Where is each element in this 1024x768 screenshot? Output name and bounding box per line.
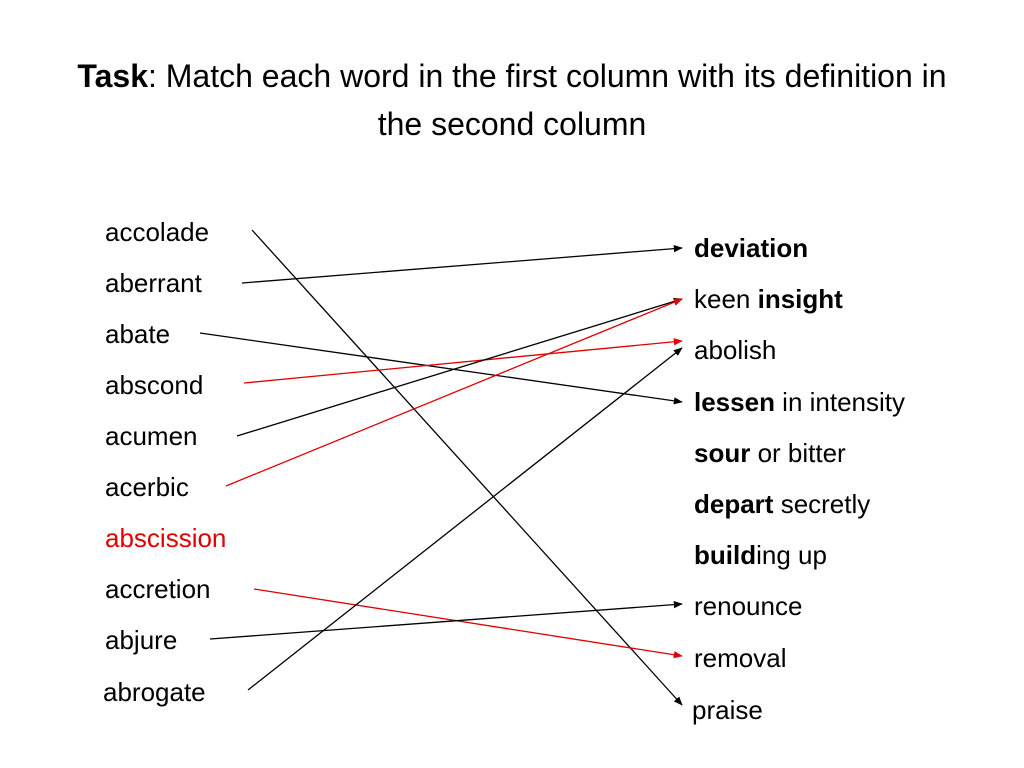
word-acerbic: acerbic [105, 472, 189, 502]
arrow-aberrant-deviation [241, 245, 683, 284]
arrow-accolade-praise [251, 229, 683, 706]
word-abate: abate [105, 319, 171, 349]
title-instruction: : Match each word in the first column wi… [147, 58, 947, 142]
word-acumen: acumen [105, 421, 198, 451]
definition-depart-secretly: depart secretly [694, 489, 871, 519]
arrow-abrogate-abolish [247, 347, 683, 691]
slide-title: Task: Match each word in the first colum… [60, 52, 964, 148]
arrow-abscond-abolish [243, 338, 683, 384]
word-abjure: abjure [105, 625, 178, 655]
definition-sour-bold: sour [694, 438, 751, 468]
arrow-abate-lessen [199, 332, 683, 405]
definition-insight-bold: insight [757, 284, 843, 314]
definition-abolish: abolish [694, 335, 777, 365]
title-task-label: Task [77, 58, 148, 94]
definition-renounce: renounce [694, 591, 803, 621]
definition-removal: removal [694, 643, 787, 673]
arrow-abjure-renounce [209, 600, 683, 640]
word-abscission: abscission [105, 523, 227, 553]
definition-lessen-bold: lessen [694, 387, 775, 417]
arrow-acumen-keen-insight [236, 297, 683, 437]
word-abscond: abscond [105, 370, 204, 400]
arrow-accretion-removal [253, 588, 683, 659]
definition-building-up: building up [694, 540, 827, 570]
definition-deviation-bold: deviation [694, 233, 809, 263]
definition-deviation: deviation [694, 233, 808, 263]
word-accretion: accretion [105, 574, 211, 604]
definition-build-bold: build [694, 540, 757, 570]
definition-depart-bold: depart [694, 489, 774, 519]
definition-sour-or-bitter: sour or bitter [694, 438, 846, 468]
word-accolade: accolade [105, 217, 210, 247]
arrow-acerbic-keen-insight [225, 298, 683, 487]
word-aberrant: aberrant [105, 268, 202, 298]
definition-keen-insight: keen insight [694, 284, 843, 314]
word-abrogate: abrogate [103, 677, 206, 707]
definition-lessen-in-intensity: lessen in intensity [694, 387, 906, 417]
definition-praise: praise [692, 695, 763, 725]
